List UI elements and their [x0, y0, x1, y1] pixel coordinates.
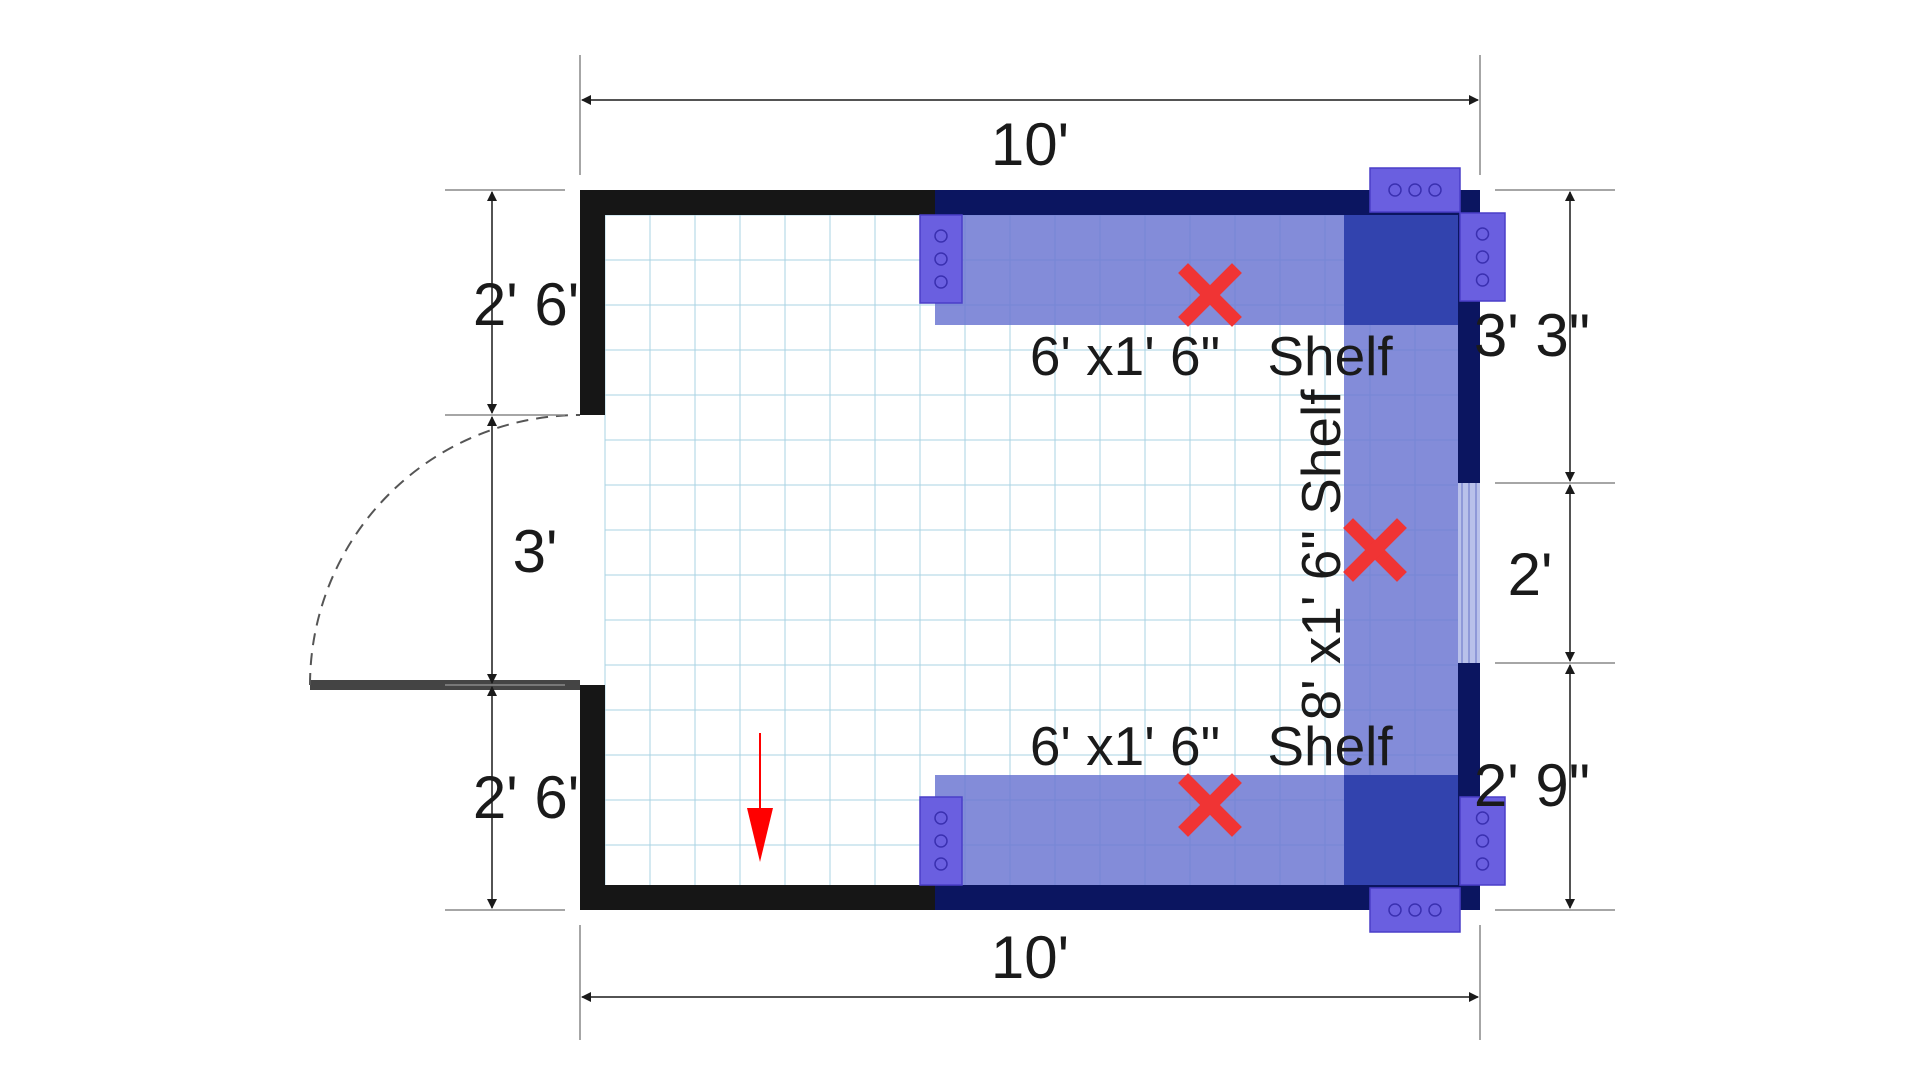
markers: [1178, 263, 1407, 837]
x-mark-icon: [1178, 263, 1242, 327]
bracket-icon: [1459, 796, 1506, 886]
shelf-corner-bottom: [1344, 775, 1460, 885]
shelf-bottom-name-label: Shelf: [1267, 715, 1393, 777]
dim-top-width: 10': [991, 111, 1069, 178]
bracket-icon: [919, 214, 963, 304]
wall-top-left: [580, 190, 940, 215]
down-arrow-icon: [747, 733, 773, 862]
shelf-corner-top: [1344, 215, 1460, 325]
bracket-icon: [919, 796, 963, 886]
bracket-icon: [1459, 212, 1506, 302]
x-mark-icon: [1178, 773, 1242, 837]
wall-left-upper: [580, 190, 605, 415]
x-mark-icon: [1343, 518, 1407, 582]
shelf-top-size-label: 6' x1' 6": [1030, 325, 1220, 387]
bracket-icon: [1369, 167, 1461, 213]
window-icon: [1458, 483, 1480, 663]
shelf-right-label: 8' x1' 6" Shelf: [1290, 389, 1352, 721]
wall-bottom-left: [580, 885, 940, 910]
brackets: [919, 167, 1506, 933]
wall-left-lower: [580, 685, 605, 910]
dim-left-upper: 2' 6': [473, 271, 579, 338]
dim-right-window: 2': [1508, 541, 1553, 608]
bracket-icon: [1369, 887, 1461, 933]
dim-left-door: 3': [513, 518, 558, 585]
dim-bottom-width: 10': [991, 924, 1069, 991]
shelf-bottom-size-label: 6' x1' 6": [1030, 715, 1220, 777]
dimension-lines: [445, 55, 1615, 1040]
dim-right-lower: 2' 9": [1474, 752, 1590, 819]
dim-right-upper: 3' 3": [1474, 302, 1590, 369]
shelf-top-name-label: Shelf: [1267, 325, 1393, 387]
dim-left-lower: 2' 6': [473, 764, 579, 831]
shelf-right: [1344, 215, 1460, 885]
